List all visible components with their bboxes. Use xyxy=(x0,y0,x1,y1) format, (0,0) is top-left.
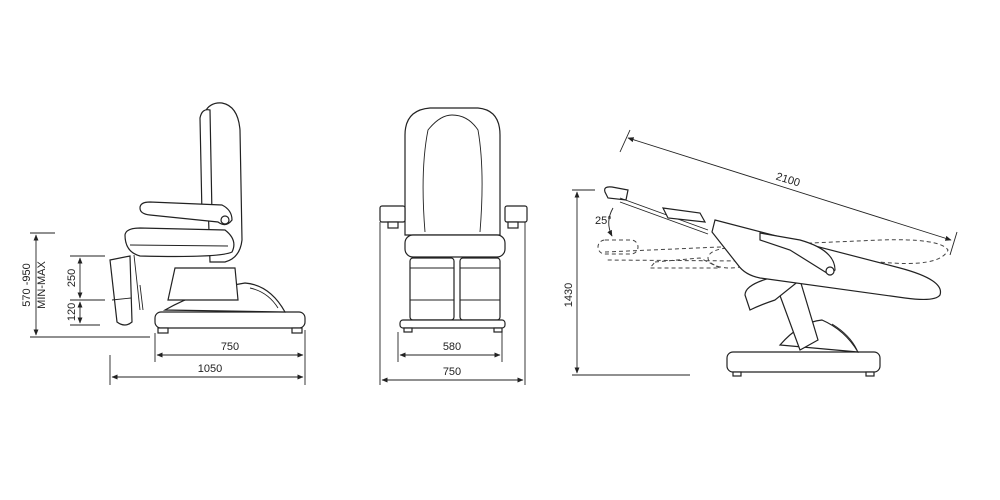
side-view: 570 -950 MIN-MAX 250 120 750 1050 xyxy=(21,102,306,385)
base-depth-label: 750 xyxy=(221,341,239,353)
total-width-label: 750 xyxy=(443,366,461,378)
side-dimensions: 570 -950 MIN-MAX 250 120 750 1050 xyxy=(21,232,306,385)
footrest-adjust-label: 250 xyxy=(66,269,78,287)
base-width-label: 580 xyxy=(443,341,461,353)
height-range-note: MIN-MAX xyxy=(36,261,48,309)
side-chair-outline xyxy=(109,102,306,334)
height-range-label: 570 -950 xyxy=(21,263,33,306)
front-chair-outline xyxy=(379,107,528,333)
reclined-dimensions: 1430 2100 25° xyxy=(563,129,958,376)
total-depth-label: 1050 xyxy=(198,363,222,375)
reclined-chair-outline xyxy=(604,186,942,377)
tilt-angle-label: 25° xyxy=(595,215,612,227)
total-length-label: 2100 xyxy=(774,171,801,190)
reclined-view: 1430 2100 25° xyxy=(563,129,958,377)
front-dimensions: 580 750 xyxy=(379,222,526,385)
front-view: 580 750 xyxy=(379,107,528,385)
footrest-min-label: 120 xyxy=(66,303,78,321)
total-height-label: 1430 xyxy=(563,283,575,307)
